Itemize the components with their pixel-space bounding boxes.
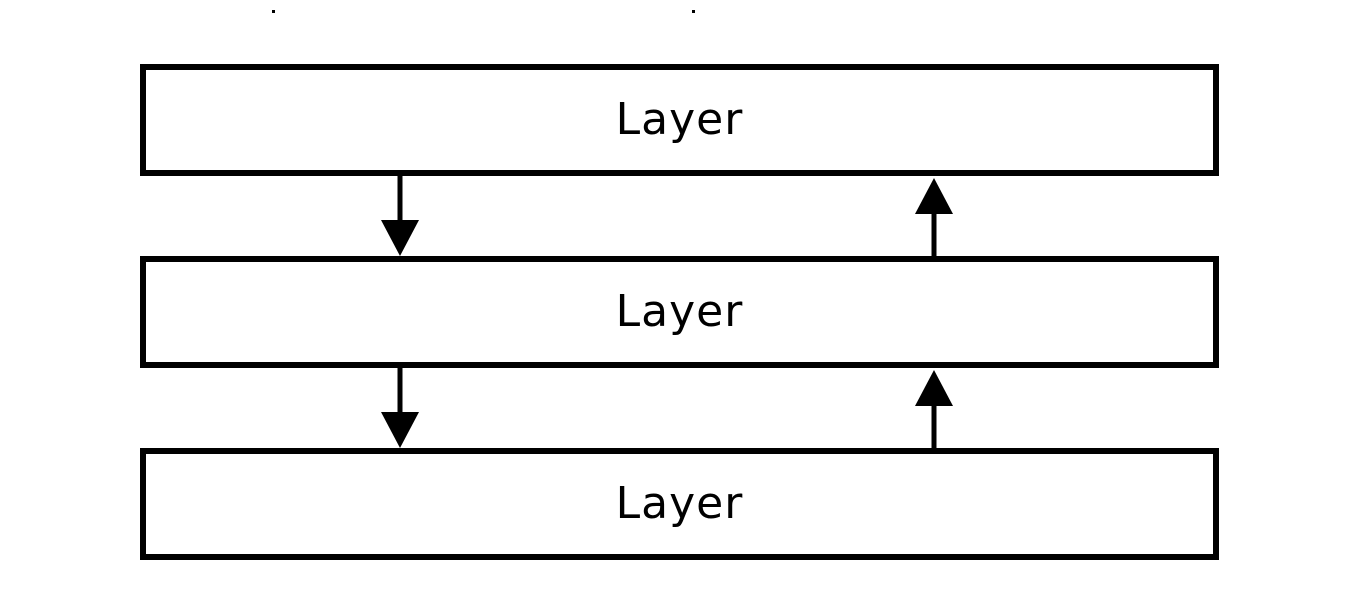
stray-mark [692,10,695,13]
layer-label: Layer [615,94,744,145]
up-arrow-icon [915,370,953,448]
layer-box-bottom: Layer [140,448,1219,560]
layer-label: Layer [615,478,744,529]
layer-box-middle: Layer [140,256,1219,368]
stray-mark [272,10,275,13]
layer-box-top: Layer [140,64,1219,176]
down-arrow-icon [381,368,419,448]
layer-label: Layer [615,286,744,337]
up-arrow-icon [915,178,953,256]
down-arrow-icon [381,176,419,256]
